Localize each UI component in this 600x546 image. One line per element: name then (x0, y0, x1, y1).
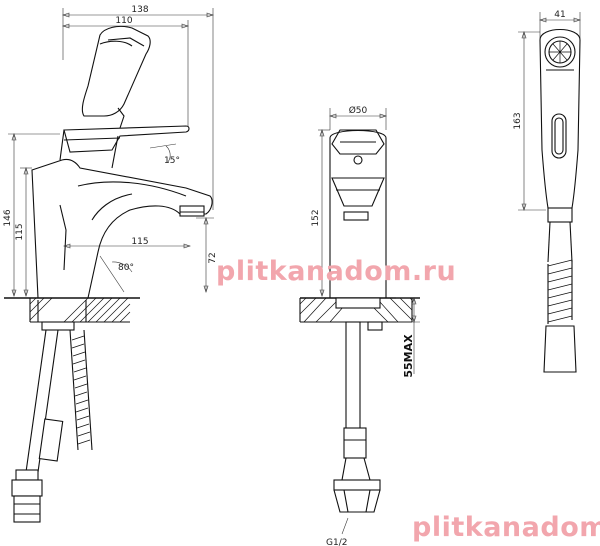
watermark-top: plitkanadom.ru (216, 256, 456, 287)
dim-width: 41 (554, 10, 565, 20)
dim-height-body: 115 (15, 223, 25, 240)
dim-overall-width: 138 (131, 5, 148, 15)
dim-height: 152 (311, 209, 321, 226)
dim-diameter: Ø50 (349, 105, 368, 116)
side-view: 138 110 15° 146 (3, 5, 218, 523)
dim-handle-angle: 15° (164, 156, 180, 166)
watermark-bottom: plitkanadom.ru (412, 512, 600, 543)
dim-spout-angle: 80° (118, 263, 134, 273)
dim-spout-reach: 115 (131, 237, 148, 247)
front-view: Ø50 152 55MAX (299, 105, 420, 546)
dim-max-thickness: 55MAX (402, 334, 415, 378)
dim-thread: G1/2 (326, 538, 347, 546)
dim-height-total: 146 (3, 209, 13, 226)
dim-spout-width: 110 (115, 16, 132, 26)
dim-spout-clearance: 72 (208, 252, 218, 263)
hand-shower-view: 41 163 (513, 10, 581, 373)
dim-length: 163 (513, 112, 523, 129)
